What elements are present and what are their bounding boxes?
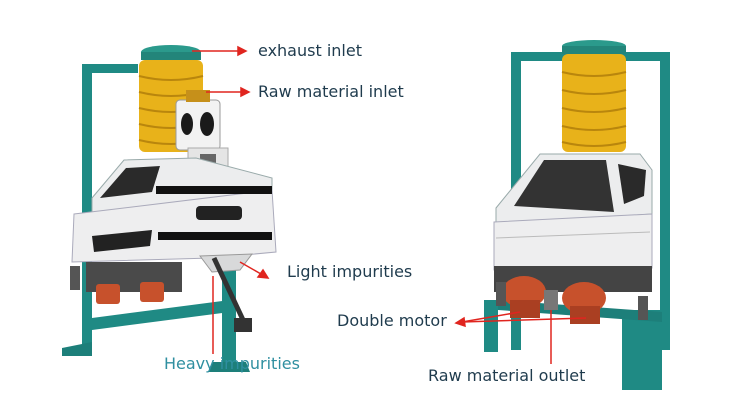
left-motor-2	[140, 282, 164, 302]
left-strut-base	[234, 318, 252, 332]
left-side-window	[196, 206, 242, 220]
right-bellows	[562, 54, 626, 152]
right-frame-foot-right	[622, 310, 662, 390]
right-spring-left	[496, 282, 506, 306]
arrowhead-raw-material-inlet	[240, 86, 251, 98]
left-machine	[62, 45, 277, 372]
left-outlet-chute	[199, 253, 254, 273]
left-hood-glass	[100, 166, 160, 198]
label-exhaust-inlet: exhaust inlet	[258, 41, 362, 60]
label-double-motor: Double motor	[337, 311, 447, 330]
left-frame-foot-left	[62, 342, 92, 356]
right-exhaust-cap-rim	[562, 46, 626, 54]
label-light-impurities: Light impurities	[287, 262, 413, 281]
right-bellows-ribs	[561, 71, 627, 147]
right-material-outlet	[544, 290, 558, 310]
label-raw-material-outlet: Raw material outlet	[428, 366, 586, 385]
arrowhead-light-impurities	[256, 268, 270, 279]
left-support-strut	[211, 256, 247, 324]
right-screen-body	[493, 213, 653, 271]
left-clamp-bar-bottom	[158, 232, 272, 240]
left-frame-foot-right	[208, 362, 250, 372]
arrow-double-motor-2	[461, 317, 587, 323]
left-spring	[70, 266, 80, 290]
left-control-display	[200, 154, 216, 164]
right-spring-right	[638, 296, 648, 320]
arrow-double-motor-1	[461, 311, 521, 323]
left-inlet-window-1	[181, 113, 193, 135]
left-exhaust-cap-rim	[141, 52, 201, 60]
right-hood-glass-main	[514, 160, 614, 212]
left-bellows-ribs	[138, 75, 204, 145]
left-inlet-window-2	[200, 112, 214, 136]
right-hood-glass-side	[618, 164, 646, 204]
left-frame-top-bar	[82, 64, 138, 73]
arrow-light-impurities	[239, 261, 262, 275]
left-inlet-collar	[186, 90, 210, 102]
annotation-arrows	[192, 45, 587, 364]
left-clamp-bar-top	[156, 186, 272, 194]
arrowhead-exhaust-inlet	[237, 45, 248, 57]
label-raw-material-inlet: Raw material inlet	[258, 82, 404, 101]
right-body-seam	[495, 231, 651, 239]
left-frame-cross-beam	[92, 300, 230, 330]
right-frame-post-right	[660, 54, 670, 350]
right-motor-2-base	[570, 306, 600, 324]
left-frame-post	[82, 64, 92, 356]
left-front-window	[92, 230, 152, 252]
left-motor-1	[96, 284, 120, 304]
right-machine	[484, 40, 670, 390]
label-heavy-impurities: Heavy impurities	[164, 354, 300, 373]
right-motor-1-base	[510, 300, 540, 318]
right-frame-foot-left	[484, 300, 498, 352]
